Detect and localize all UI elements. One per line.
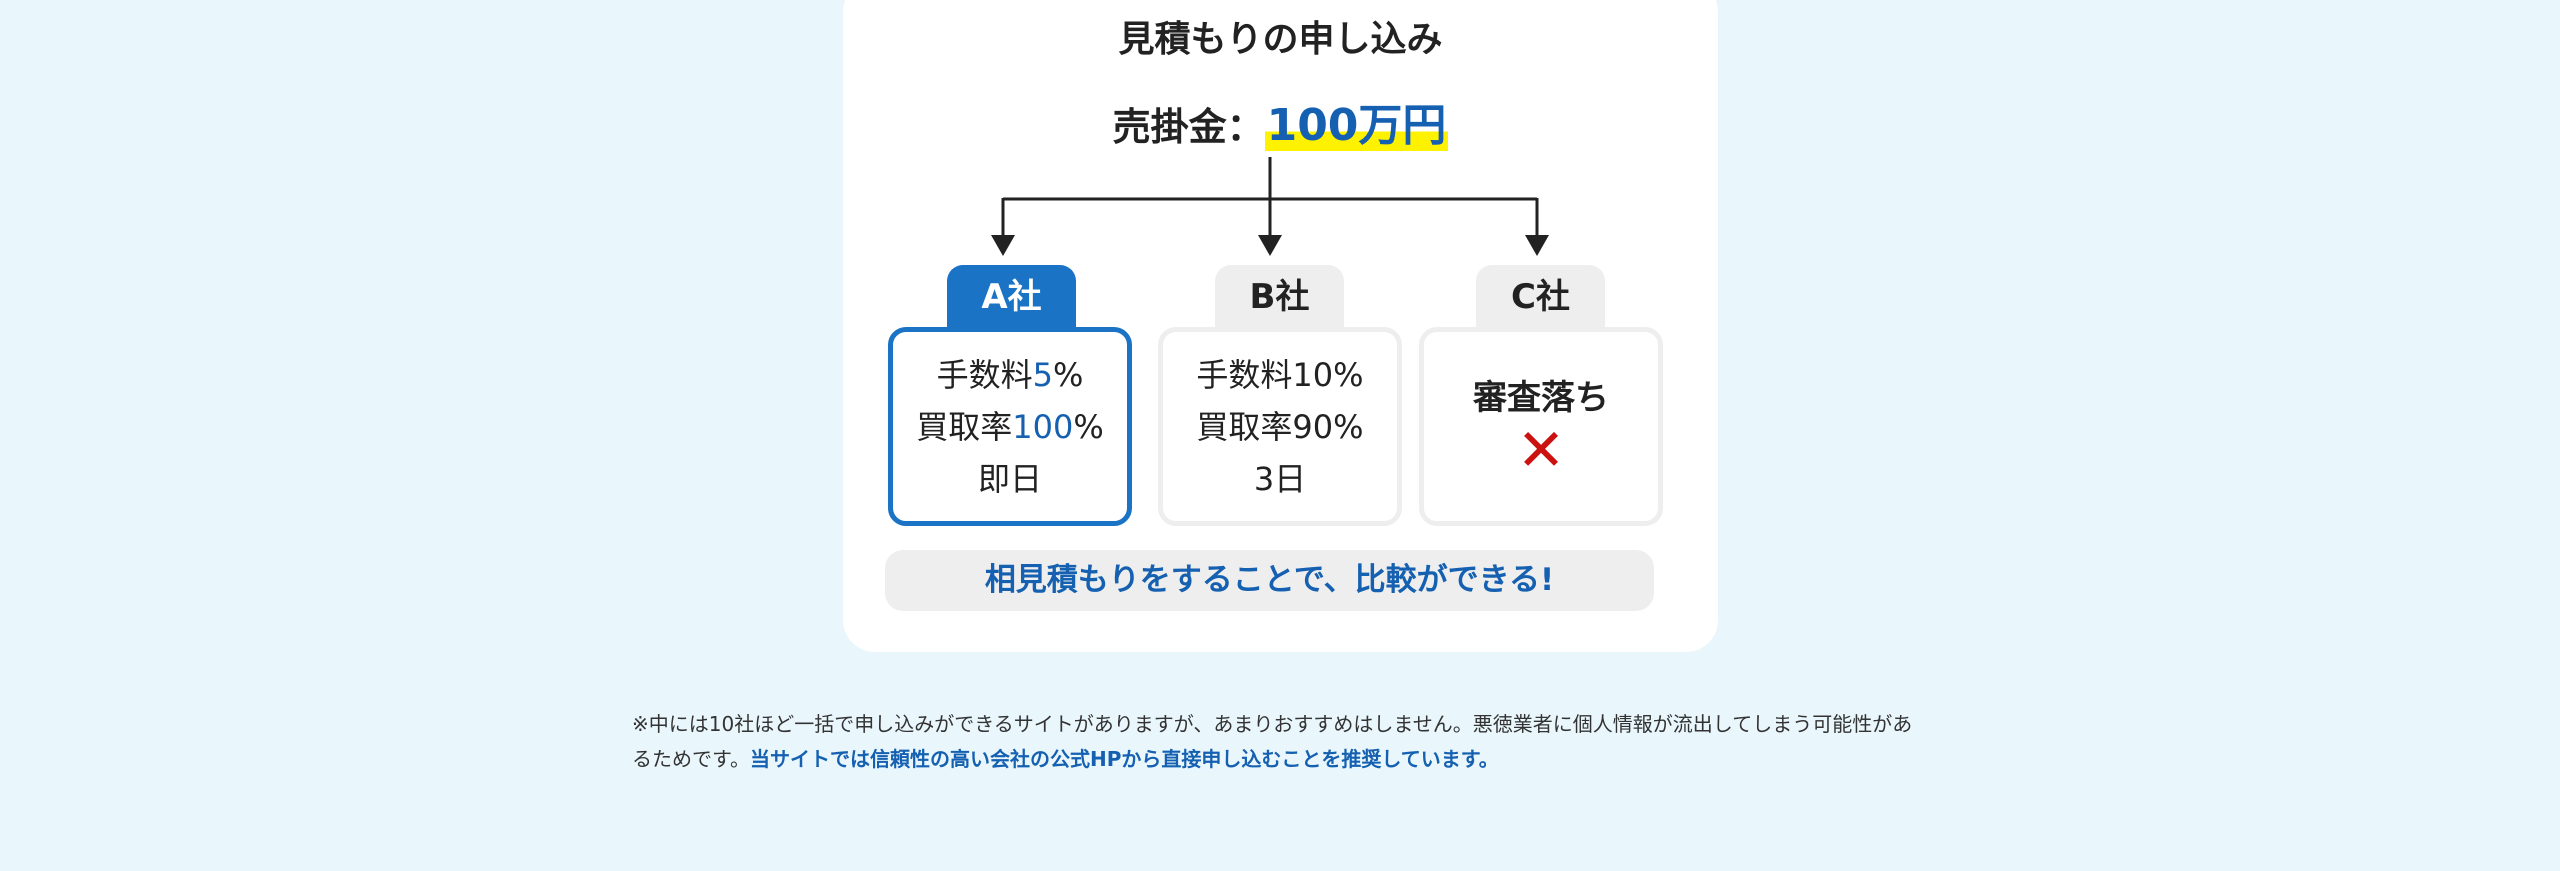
company-c-result: 審査落ち [1473, 377, 1609, 418]
estimate-diagram-card: 見積もりの申し込み 売掛金：100万円 A社 手数料5% 買取率100% 即日 … [843, 0, 1718, 652]
arrow-head-b [1258, 235, 1282, 256]
footnote-highlight: 当サイトでは信頼性の高い会社の公式HPから直接申し込むことを推奨しています。 [750, 747, 1499, 771]
company-b-rate: 買取率90% [1196, 407, 1364, 446]
footnote: ※中には10社ほど一括で申し込みができるサイトがありますが、あまりおすすめはしま… [632, 707, 1932, 777]
arrow-head-a [991, 235, 1015, 256]
branch-arrows [991, 157, 1549, 256]
comparison-banner: 相見積もりをすることで、比較ができる! [885, 550, 1654, 611]
company-a-rate: 買取率100% [916, 407, 1104, 446]
company-a-box: 手数料5% 買取率100% 即日 [888, 327, 1132, 526]
company-a-fee: 手数料5% [936, 355, 1084, 394]
receivable-amount: 売掛金：100万円 [843, 89, 1718, 153]
amount-label: 売掛金： [1112, 105, 1265, 149]
diagram-title: 見積もりの申し込み [1118, 19, 1443, 60]
company-a-speed: 即日 [977, 459, 1042, 498]
cross-icon: ✕ [1516, 415, 1566, 484]
amount-value: 100万円 [1264, 100, 1449, 151]
company-a-tab: A社 [947, 265, 1076, 329]
company-b-speed: 3日 [1253, 459, 1307, 498]
company-b-fee: 手数料10% [1196, 355, 1364, 394]
company-c-tab: C社 [1476, 265, 1605, 329]
company-b-tab: B社 [1215, 265, 1344, 329]
arrow-head-c [1525, 235, 1549, 256]
footnote-text: ※中には10社ほど一括で申し込みができるサイトがありますが、あまりおすすめはしま… [632, 712, 1913, 771]
company-c-box: 審査落ち ✕ [1419, 327, 1663, 526]
company-b-box: 手数料10% 買取率90% 3日 [1158, 327, 1402, 526]
